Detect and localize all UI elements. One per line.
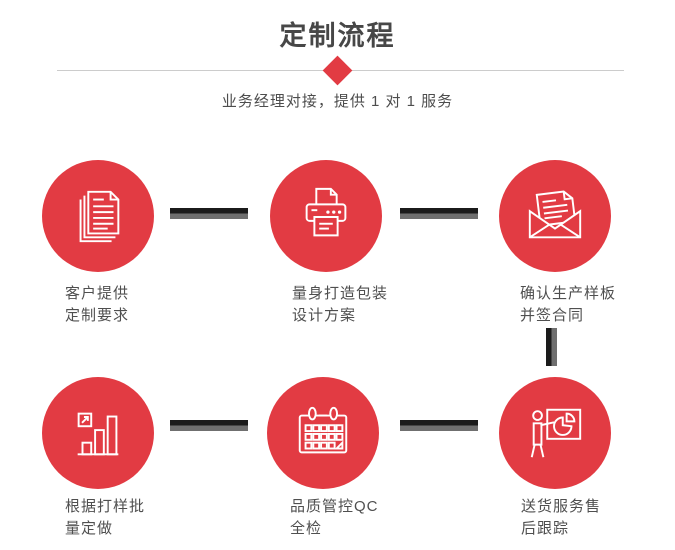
presentation-icon (524, 402, 586, 464)
step-label-4-line2: 量定做 (65, 520, 114, 537)
step-circle-4 (42, 377, 154, 489)
step-label-4-line1: 根据打样批 (65, 498, 146, 515)
step-label-5-line1: 品质管控QC (290, 498, 379, 515)
step-circle-3 (499, 160, 611, 272)
connector-step2-step3 (400, 208, 478, 219)
documents-icon (67, 185, 129, 247)
step-circle-6 (499, 377, 611, 489)
step-label-3-line1: 确认生产样板 (520, 285, 617, 302)
step-label-5-line2: 全检 (290, 520, 323, 537)
step-label-6: 送货服务售 后跟踪 (521, 496, 601, 540)
step-label-1-line2: 定制要求 (65, 307, 130, 324)
connector-step4-step5 (170, 420, 248, 431)
bar-chart-icon (67, 402, 129, 464)
step-label-5: 品质管控QC 全检 (290, 496, 379, 540)
diamond-accent (322, 55, 353, 86)
step-label-6-line2: 后跟踪 (521, 520, 570, 537)
printer-icon (295, 185, 357, 247)
subtitle: 业务经理对接，提供 1 对 1 服务 (221, 93, 454, 110)
step-circle-1 (42, 160, 154, 272)
step-label-4: 根据打样批 量定做 (65, 496, 145, 540)
step-label-3-line2: 并签合同 (520, 307, 585, 324)
step-circle-5 (267, 377, 379, 489)
envelope-icon (524, 185, 586, 247)
step-label-6-line1: 送货服务售 (521, 498, 602, 515)
connector-step3-step6 (546, 328, 557, 366)
step-label-1-line1: 客户提供 (65, 285, 130, 302)
page-title: 定制流程 (279, 21, 396, 51)
step-label-2: 量身打造包装 设计方案 (292, 283, 388, 327)
step-label-1: 客户提供 定制要求 (65, 283, 129, 327)
connector-step5-step6 (400, 420, 478, 431)
step-label-2-line1: 量身打造包装 (292, 285, 389, 302)
step-label-2-line2: 设计方案 (292, 307, 357, 324)
calendar-icon (292, 402, 354, 464)
step-label-3: 确认生产样板 并签合同 (520, 283, 616, 327)
connector-step1-step2 (170, 208, 248, 219)
step-circle-2 (270, 160, 382, 272)
